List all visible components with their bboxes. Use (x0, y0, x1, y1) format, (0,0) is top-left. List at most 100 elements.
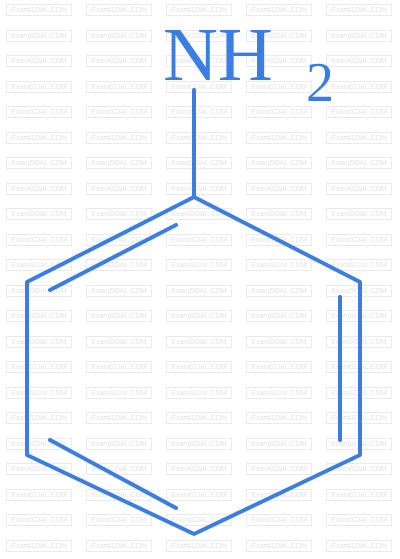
watermark-tile: ExamGOAL.COM (166, 131, 232, 144)
watermark-tile: ExamGOAL.COM (246, 208, 312, 220)
watermark-tile: ExamGOAL.COM (86, 539, 152, 552)
watermark-tile: ExamGOAL.COM (86, 55, 152, 67)
watermark-tile: ExamGOAL.COM (86, 131, 152, 144)
watermark-tile: ExamGOAL.COM (6, 233, 72, 246)
watermark-tile: ExamGOAL.COM (246, 463, 312, 475)
watermark-tile: ExamGOAL.COM (326, 106, 392, 118)
watermark-tile: ExamGOAL.COM (326, 208, 392, 220)
watermark-tile: ExamGOAL.COM (86, 157, 152, 169)
watermark-tile: ExamGOAL.COM (166, 335, 232, 348)
watermark-tile: ExamGOAL.COM (326, 29, 392, 42)
watermark-tile: ExamGOAL.COM (246, 131, 312, 144)
watermark-tile: ExamGOAL.COM (86, 463, 152, 475)
watermark-tile: ExamGOAL.COM (6, 514, 72, 526)
watermark-tile: ExamGOAL.COM (6, 55, 72, 67)
watermark-tile: ExamGOAL.COM (166, 259, 232, 271)
double-bond-lower-left (48, 438, 178, 510)
watermark-tile: ExamGOAL.COM (246, 29, 312, 42)
benzene-ring (25, 195, 362, 536)
watermark-tile: ExamGOAL.COM (86, 386, 152, 399)
watermark-tile: ExamGOAL.COM (166, 4, 232, 16)
watermark-tile: ExamGOAL.COM (86, 4, 152, 16)
watermark-tile: ExamGOAL.COM (6, 106, 72, 118)
watermark-tile: ExamGOAL.COM (246, 182, 312, 195)
watermark-tile: ExamGOAL.COM (326, 488, 392, 501)
watermark-tile: ExamGOAL.COM (166, 284, 232, 297)
watermark-tile: ExamGOAL.COM (166, 361, 232, 373)
watermark-tile: ExamGOAL.COM (166, 386, 232, 399)
watermark-tile: ExamGOAL.COM (6, 488, 72, 501)
watermark-tile: ExamGOAL.COM (166, 29, 232, 42)
watermark-tile: ExamGOAL.COM (246, 55, 312, 67)
amine-label: NH (163, 13, 273, 97)
watermark-tile: ExamGOAL.COM (166, 106, 232, 118)
watermark-tile: ExamGOAL.COM (166, 437, 232, 450)
watermark-tile: ExamGOAL.COM (6, 437, 72, 450)
watermark-tile: ExamGOAL.COM (6, 412, 72, 424)
watermark-tile: ExamGOAL.COM (86, 361, 152, 373)
watermark-tile: ExamGOAL.COM (86, 80, 152, 93)
watermark-tile: ExamGOAL.COM (326, 539, 392, 552)
watermark-tile: ExamGOAL.COM (166, 157, 232, 169)
watermark-tile: ExamGOAL.COM (246, 284, 312, 297)
watermark-tile: ExamGOAL.COM (326, 131, 392, 144)
watermark-tile: ExamGOAL.COM (166, 55, 232, 67)
watermark-tile: ExamGOAL.COM (166, 310, 232, 322)
watermark-tile: ExamGOAL.COM (6, 539, 72, 552)
watermark-tile: ExamGOAL.COM (86, 310, 152, 322)
watermark-tile: ExamGOAL.COM (86, 29, 152, 42)
amine-label-subscript: 2 (306, 52, 334, 114)
watermark-tile: ExamGOAL.COM (6, 284, 72, 297)
watermark-tile: ExamGOAL.COM (6, 131, 72, 144)
watermark-tile: ExamGOAL.COM (6, 4, 72, 16)
amine-label-main: NH (163, 13, 273, 97)
watermark-tile: ExamGOAL.COM (246, 539, 312, 552)
watermark-tile: ExamGOAL.COM (6, 259, 72, 271)
watermark-tile: ExamGOAL.COM (86, 284, 152, 297)
watermark-tile: ExamGOAL.COM (6, 361, 72, 373)
watermark-tile: ExamGOAL.COM (246, 437, 312, 450)
watermark-tile: ExamGOAL.COM (6, 310, 72, 322)
watermark-tile: ExamGOAL.COM (166, 233, 232, 246)
watermark-tile: ExamGOAL.COM (246, 80, 312, 93)
watermark-tile: ExamGOAL.COM (6, 335, 72, 348)
watermark-tile: ExamGOAL.COM (326, 182, 392, 195)
watermark-tile: ExamGOAL.COM (86, 259, 152, 271)
watermark-tile: ExamGOAL.COM (166, 488, 232, 501)
watermark-tile: ExamGOAL.COM (86, 106, 152, 118)
watermark-tile: ExamGOAL.COM (86, 182, 152, 195)
watermark-tile: ExamGOAL.COM (6, 157, 72, 169)
watermark-tile: ExamGOAL.COM (246, 514, 312, 526)
watermark-tile: ExamGOAL.COM (166, 539, 232, 552)
watermark-tile: ExamGOAL.COM (6, 463, 72, 475)
watermark-tile: ExamGOAL.COM (86, 412, 152, 424)
watermark-tile: ExamGOAL.COM (6, 80, 72, 93)
double-bond-upper-left (48, 223, 178, 292)
watermark-tile: ExamGOAL.COM (326, 4, 392, 16)
watermark-tile: ExamGOAL.COM (326, 157, 392, 169)
watermark-tile: ExamGOAL.COM (86, 208, 152, 220)
watermark-tile: ExamGOAL.COM (6, 386, 72, 399)
watermark-tile: ExamGOAL.COM (326, 233, 392, 246)
watermark-tile: ExamGOAL.COM (246, 106, 312, 118)
watermark-tile: ExamGOAL.COM (6, 182, 72, 195)
watermark-tile: ExamGOAL.COM (246, 310, 312, 322)
watermark-tile: ExamGOAL.COM (246, 4, 312, 16)
watermark-tile: ExamGOAL.COM (166, 80, 232, 93)
watermark-tile: ExamGOAL.COM (326, 514, 392, 526)
watermark-tile: ExamGOAL.COM (6, 208, 72, 220)
watermark-tile: ExamGOAL.COM (246, 335, 312, 348)
watermark-tile: ExamGOAL.COM (86, 437, 152, 450)
watermark-tile: ExamGOAL.COM (326, 80, 392, 93)
watermark-tile: ExamGOAL.COM (246, 361, 312, 373)
watermark-tile: ExamGOAL.COM (246, 157, 312, 169)
watermark-tile: ExamGOAL.COM (86, 335, 152, 348)
watermark-tile: ExamGOAL.COM (246, 386, 312, 399)
watermark-tile: ExamGOAL.COM (6, 29, 72, 42)
watermark-tile: ExamGOAL.COM (246, 259, 312, 271)
watermark-tile: ExamGOAL.COM (326, 55, 392, 67)
watermark-tile: ExamGOAL.COM (246, 412, 312, 424)
watermark-tile: ExamGOAL.COM (166, 412, 232, 424)
